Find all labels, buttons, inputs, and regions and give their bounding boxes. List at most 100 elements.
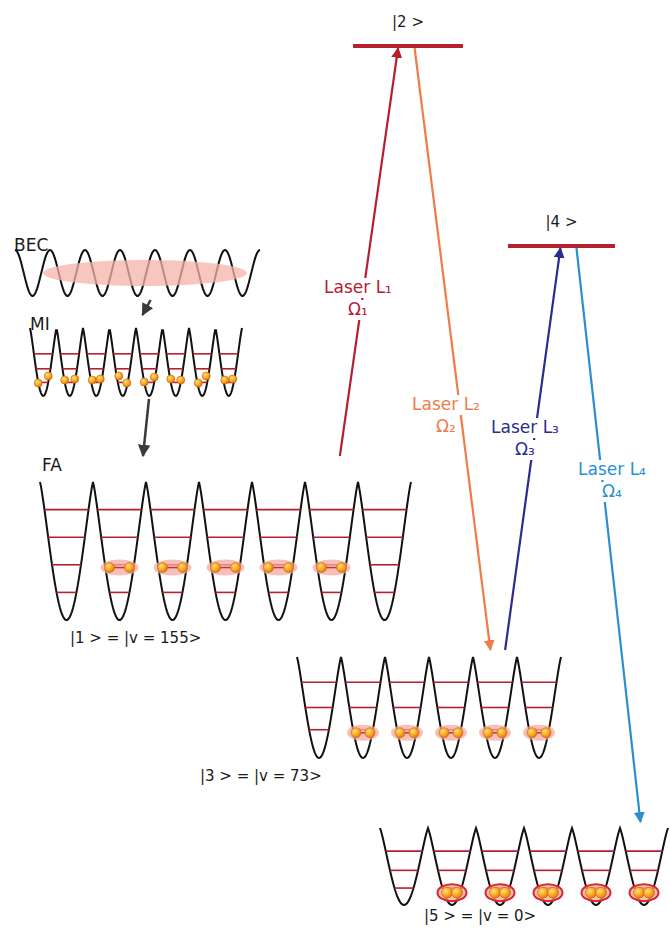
atom [105,563,115,573]
vibrational-level [349,707,376,709]
laser-arrow [340,48,398,456]
atom [158,563,168,573]
state-label: |1 > = |v = 155> [70,630,201,647]
vibrational-level [362,509,406,511]
vibrational-level [63,368,77,370]
atom [527,728,537,738]
vibrational-level [313,536,350,538]
vibrational-level [163,592,183,594]
atom [337,563,347,573]
atom [88,376,96,384]
state-label: |4 > [546,214,578,231]
vibrational-level [309,729,329,731]
atom [115,372,123,380]
state-label: |3 > = |v = 73> [200,768,322,785]
atom [644,887,655,898]
state-label: |2 > [392,14,424,31]
vibrational-level [89,368,103,370]
atom [497,728,507,738]
lattice-potential [15,250,260,296]
vibrational-level [530,850,567,852]
vibrational-level [116,368,130,370]
vibrational-level [193,353,212,355]
atom [442,887,453,898]
lattice-potential [30,328,242,396]
vibrational-level [269,592,289,594]
atom [150,373,158,381]
molecule-halo [101,560,139,576]
molecule-halo [486,884,515,901]
vibrational-level [486,870,514,872]
atom [44,372,52,380]
atom [264,563,274,573]
lattice-state: MI [28,315,244,399]
atom [167,375,175,383]
lattice-potential [40,482,411,620]
atom [231,563,241,573]
atom [140,378,148,386]
vibrational-level [195,368,209,370]
vibrational-level [52,564,81,566]
atom [500,887,511,898]
vibrational-level [207,536,244,538]
vibrational-level [438,870,466,872]
state-label: |5 > = |v = 0> [424,908,536,925]
vibrational-level [154,536,191,538]
laser-arrow [142,300,150,315]
vibrational-level [150,509,194,511]
vibrational-level [481,707,508,709]
atom [395,728,405,738]
laser-label: Laser L₄ [576,460,648,480]
atom [125,563,135,573]
vibrational-level [395,887,414,889]
vibrational-level [482,850,519,852]
atom [586,887,597,898]
vibrational-level [366,536,403,538]
vibrational-level [345,681,380,683]
vibrational-level [203,509,247,511]
atom [178,563,188,573]
vibrational-level [87,353,106,355]
vibrational-level [301,681,336,683]
vibrational-level [57,592,77,594]
vibrational-level [534,870,562,872]
vibrational-level [256,509,300,511]
lattice-state: BEC [12,236,264,300]
atom [123,379,131,387]
molecule-halo [479,725,511,741]
vibrational-level [166,353,185,355]
rabi-frequency: Ω₃ [513,440,537,460]
vibrational-level [370,564,399,566]
rabi-frequency: Ω₁ [346,300,370,320]
energy-level: |4 > [508,206,615,248]
laser-label: Laser L₃ [489,418,561,438]
vibrational-level [113,353,132,355]
molecule-halo [347,725,379,741]
atom [365,728,375,738]
vibrational-level [322,592,342,594]
vibrational-level [434,850,471,852]
atom [34,379,42,387]
vibrational-level [48,536,85,538]
molecule-halo [207,560,245,576]
laser-arrow [505,248,560,650]
atom [284,563,294,573]
vibrational-level [626,850,663,852]
vibrational-level [477,681,512,683]
molecule-halo [534,884,563,901]
lattice-state: |3 > = |v = 73> [196,650,564,796]
state-label: BEC [14,236,48,256]
molecule-halo [313,560,351,576]
molecule-halo [435,725,467,741]
laser-label: Laser L₂ [410,395,482,415]
vibrational-level [578,850,615,852]
condensate-cloud [43,260,247,286]
atom [229,375,237,383]
atom [483,728,493,738]
vibrational-level [390,870,418,872]
vibrational-level [375,592,395,594]
energy-level: |2 > [353,6,463,48]
molecule-halo [630,884,659,901]
atom [439,728,449,738]
